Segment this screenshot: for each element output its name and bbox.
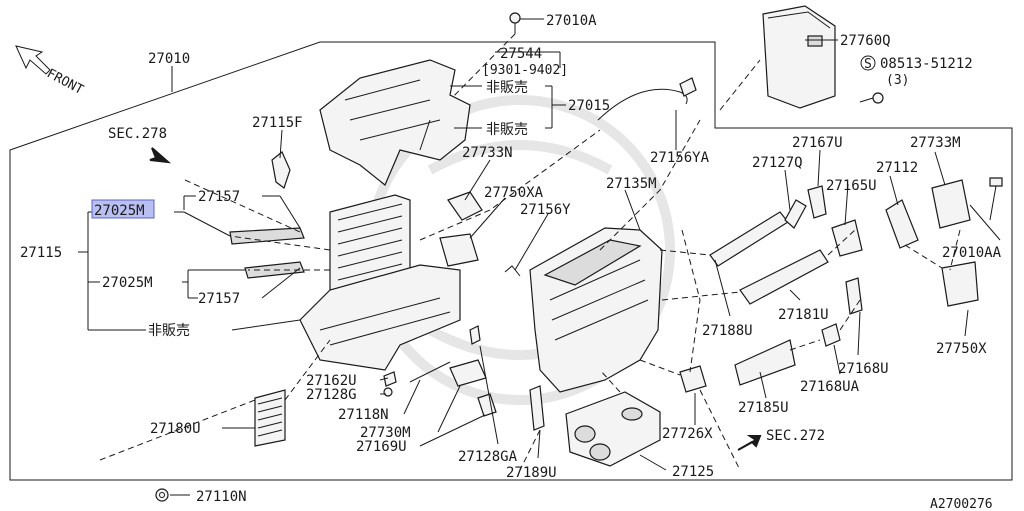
label-27128GA[interactable]: 27128GA xyxy=(458,449,518,465)
label-sec272: SEC.272 xyxy=(766,428,825,444)
pipe-27157-upper xyxy=(229,227,305,245)
label-27733M[interactable]: 27733M xyxy=(910,135,961,151)
label-27750X[interactable]: 27750X xyxy=(936,341,987,357)
valve-27726X xyxy=(679,365,707,393)
foot-duct-27125 xyxy=(565,391,661,467)
bracket-27189U xyxy=(529,385,545,431)
label-27010AA[interactable]: 27010AA xyxy=(942,245,1002,261)
filter-27180U xyxy=(254,389,286,447)
label-27115[interactable]: 27115 xyxy=(20,245,62,261)
label-sec278: SEC.278 xyxy=(108,126,167,142)
bolt-27010AA-icon xyxy=(989,177,1003,221)
label-27168UA[interactable]: 27168UA xyxy=(800,379,860,395)
label-27180U[interactable]: 27180U xyxy=(150,421,201,437)
label-27760Q[interactable]: 27760Q xyxy=(840,33,891,49)
lower-case-ribs xyxy=(319,297,451,346)
cable-end-27156YA xyxy=(679,77,697,97)
label-27025M-selected[interactable]: 27025M xyxy=(94,203,145,219)
front-label: FRONT xyxy=(44,66,86,98)
lever-27168U xyxy=(845,277,863,315)
clip-27128GA xyxy=(469,325,481,345)
circled-s-icon: S xyxy=(860,55,876,72)
heater-unit-case xyxy=(529,227,663,393)
link-27167U xyxy=(807,185,827,219)
label-27135M[interactable]: 27135M xyxy=(606,176,657,192)
label-27188U[interactable]: 27188U xyxy=(702,323,753,339)
label-27156YA[interactable]: 27156YA xyxy=(650,150,710,166)
assembly-dashed-lines xyxy=(99,59,961,471)
amplifier-27750XA xyxy=(439,233,479,267)
label-27185U[interactable]: 27185U xyxy=(738,400,789,416)
link-27168UA xyxy=(821,323,841,347)
label-27110N[interactable]: 27110N xyxy=(196,489,247,505)
label-27118N[interactable]: 27118N xyxy=(338,407,389,423)
actuator-27733M xyxy=(931,179,971,229)
clip-27156Y xyxy=(504,265,521,277)
sec272-arrow-icon xyxy=(737,435,762,451)
front-arrow-icon xyxy=(15,45,51,75)
label-not-for-sale-2: 非販売 xyxy=(486,122,528,138)
label-27544-range: [9301-9402] xyxy=(482,63,568,78)
leader-27010A-dash xyxy=(439,33,516,111)
sec278-arrow-icon xyxy=(149,147,172,164)
door-27181U xyxy=(739,249,829,305)
selected-part-highlight xyxy=(91,199,155,219)
label-27010[interactable]: 27010 xyxy=(148,51,190,67)
bracket-27112 xyxy=(885,199,919,249)
grommet-27128G xyxy=(383,387,393,397)
screw-08513-icon xyxy=(859,92,884,104)
assembly-frame xyxy=(9,41,1013,481)
lever-27127Q xyxy=(784,199,807,229)
rod-27118N xyxy=(409,361,451,383)
label-not-for-sale-1: 非販売 xyxy=(486,80,528,96)
label-27010A[interactable]: 27010A xyxy=(546,13,597,29)
leader-lines xyxy=(78,18,1001,496)
label-27733N[interactable]: 27733N xyxy=(462,145,513,161)
label-27730M[interactable]: 27730M xyxy=(360,425,411,441)
cable-27544 xyxy=(597,88,688,121)
label-27156Y[interactable]: 27156Y xyxy=(520,202,571,218)
label-27115F[interactable]: 27115F xyxy=(252,115,303,131)
label-27750XA[interactable]: 27750XA xyxy=(484,185,544,201)
label-27112[interactable]: 27112 xyxy=(876,160,918,176)
door-27188U xyxy=(709,211,789,267)
label-27162U[interactable]: 27162U xyxy=(306,373,357,389)
label-08513-qty: (3) xyxy=(886,73,909,88)
door-27185U xyxy=(734,339,796,386)
nut-27110N-icon xyxy=(155,488,169,502)
bracket-27750X xyxy=(941,261,979,307)
label-27169U[interactable]: 27169U xyxy=(356,439,407,455)
label-08513-51212[interactable]: 08513-51212 xyxy=(880,56,973,72)
label-27167U[interactable]: 27167U xyxy=(792,135,843,151)
control-unit-27760Q xyxy=(762,5,836,109)
label-27726X[interactable]: 27726X xyxy=(662,426,713,442)
label-27157-lower[interactable]: 27157 xyxy=(198,291,240,307)
catalog-code: A2700276 xyxy=(930,497,993,511)
label-27127Q[interactable]: 27127Q xyxy=(752,155,803,171)
label-27128G[interactable]: 27128G xyxy=(306,387,357,403)
label-27125[interactable]: 27125 xyxy=(672,464,714,480)
upper-duct-housing xyxy=(319,59,471,186)
filter-ribs xyxy=(257,397,283,437)
label-27025M-lower[interactable]: 27025M xyxy=(102,275,153,291)
label-27157-upper[interactable]: 27157 xyxy=(198,189,240,205)
label-27015[interactable]: 27015 xyxy=(568,98,610,114)
upper-duct-ribs xyxy=(344,79,441,141)
bolt-27010A-icon xyxy=(509,12,521,34)
label-27544[interactable]: 27544 xyxy=(500,46,542,62)
lower-evaporator-case xyxy=(299,264,461,371)
sensor-27733N xyxy=(447,191,483,221)
label-27165U[interactable]: 27165U xyxy=(826,178,877,194)
part-labels: 27010A 27010 27544 [9301-9402] 27760Q 08… xyxy=(20,13,1002,511)
label-not-for-sale-3: 非販売 xyxy=(148,323,190,339)
label-27181U[interactable]: 27181U xyxy=(778,307,829,323)
bracket-27115F xyxy=(271,151,291,189)
label-27168U[interactable]: 27168U xyxy=(838,361,889,377)
screw-27162U xyxy=(383,371,397,387)
svg-text:S: S xyxy=(864,57,872,72)
label-27189U[interactable]: 27189U xyxy=(506,465,557,481)
